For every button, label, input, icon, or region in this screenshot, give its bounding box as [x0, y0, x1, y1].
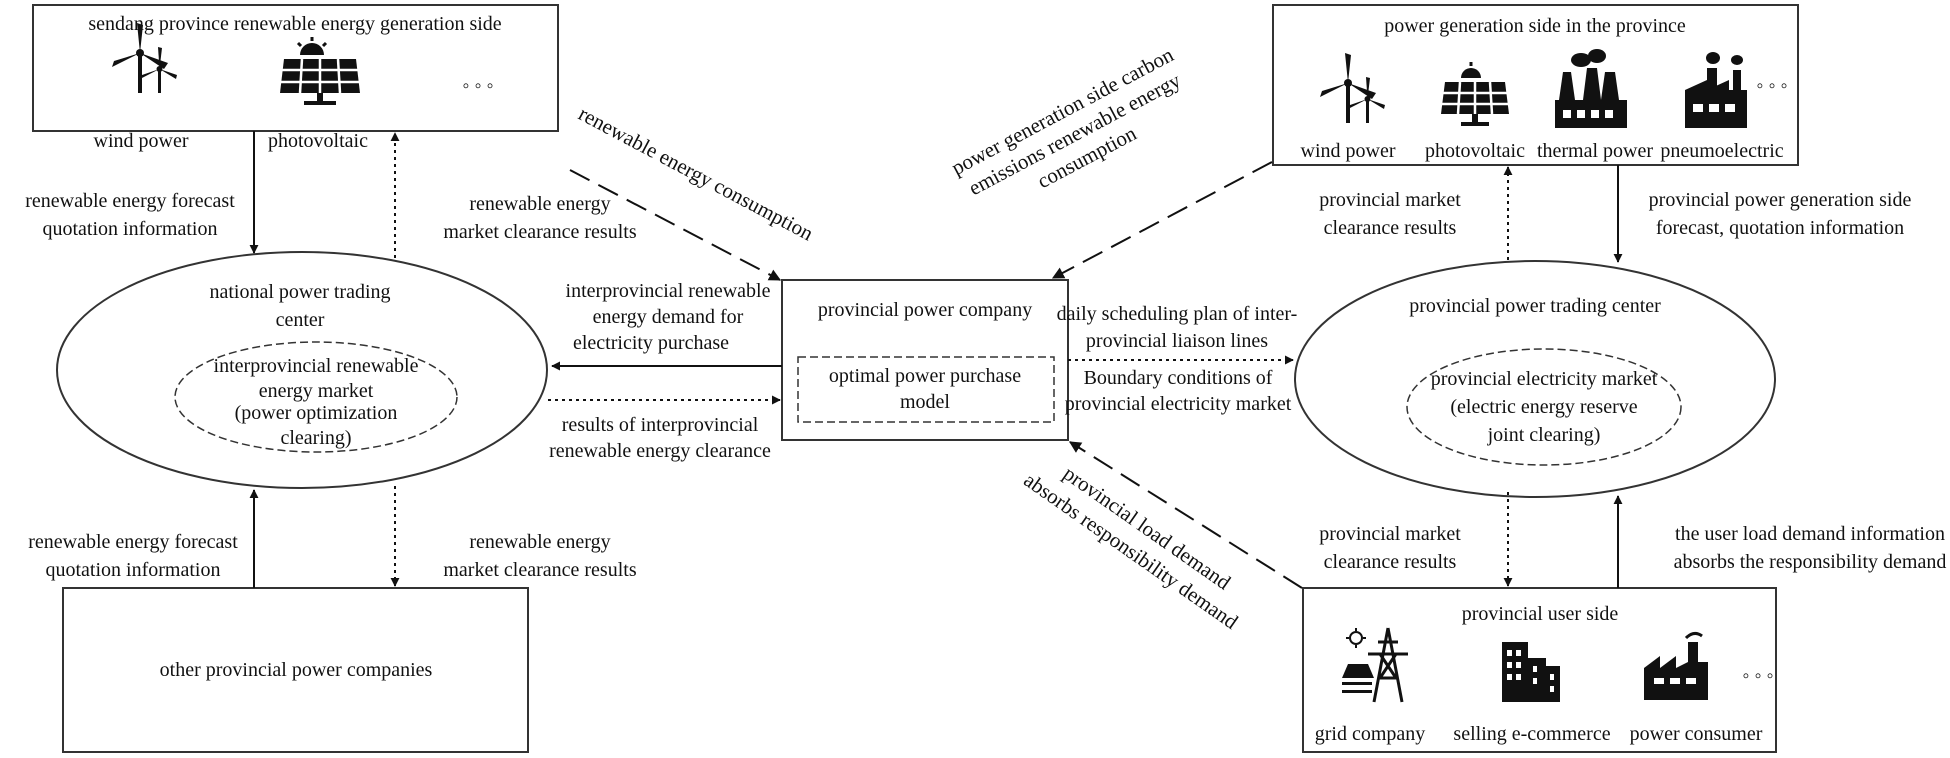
prov-clear-top-2: clearance results	[1324, 217, 1457, 239]
prov-forecast-2: forecast, quotation information	[1656, 217, 1904, 239]
load-demand-2: absorbs responsibility demand	[1019, 468, 1242, 634]
re-clearance-top-2: market clearance results	[443, 221, 636, 243]
boundary-1: Boundary conditions of	[1084, 367, 1273, 389]
user-load-2: absorbs the responsibility demand	[1674, 551, 1947, 573]
prov-market-line-3: joint clearing)	[1487, 424, 1601, 446]
other-companies-title: other provincial power companies	[160, 659, 433, 681]
user-label-ecommerce: selling e-commerce	[1453, 723, 1610, 745]
provincial-company-title: provincial power company	[818, 299, 1032, 321]
wind-turbine-icon	[1320, 53, 1385, 123]
interprov-market-line-3: (power optimization	[235, 402, 398, 424]
interprov-market-line-2: energy market	[259, 380, 374, 402]
re-clearance-top-1: renewable energy	[469, 193, 610, 215]
ellipsis-icon: ◦ ◦ ◦	[1742, 665, 1773, 687]
gen-label-thermal: thermal power	[1537, 140, 1653, 162]
interprov-results-1: results of interprovincial	[562, 414, 759, 436]
national-center-title-1: national power trading	[209, 281, 390, 303]
gas-plant-icon	[1685, 52, 1747, 128]
prov-clear-top-1: provincial market	[1319, 189, 1461, 211]
user-label-grid: grid company	[1315, 723, 1426, 745]
re-forecast-top-2: quotation information	[43, 218, 218, 240]
arrow-load-demand	[1068, 441, 1303, 589]
provincial-trading-center: provincial power trading center provinci…	[1294, 260, 1776, 498]
user-load-1: the user load demand information	[1675, 523, 1945, 545]
user-label-consumer: power consumer	[1630, 723, 1763, 745]
grid-tower-icon	[1342, 627, 1408, 703]
provincial-center-title: provincial power trading center	[1409, 295, 1661, 317]
province-gen-title: power generation side in the province	[1384, 15, 1686, 37]
ellipsis-icon: ◦ ◦ ◦	[462, 75, 493, 97]
arrow-carbon	[1051, 161, 1273, 279]
prov-clear-bottom-1: provincial market	[1319, 523, 1461, 545]
thermal-plant-icon	[1555, 49, 1627, 128]
solar-panel-icon	[280, 37, 360, 105]
re-forecast-bottom-2: quotation information	[46, 559, 221, 581]
prov-market-line-1: provincial electricity market	[1431, 368, 1658, 390]
arrow-re-consumption	[569, 169, 782, 281]
gen-label-pneumoelectric: pneumoelectric	[1660, 140, 1783, 162]
daily-plan-1: daily scheduling plan of inter-	[1057, 303, 1298, 325]
national-center-title-2: center	[276, 309, 325, 331]
interprov-market-line-1: interprovincial renewable	[214, 355, 419, 377]
province-generation-side-box: power generation side in the province	[1272, 4, 1799, 166]
renewable-side-title: sendang province renewable energy genera…	[88, 13, 501, 35]
ellipsis-icon: ◦ ◦ ◦	[1756, 75, 1787, 97]
boundary-2: provincial electricity market	[1065, 393, 1292, 415]
load-demand-label: provincial load demand absorbs responsib…	[1019, 461, 1242, 634]
carbon-label: power generation side carbon emissions r…	[947, 42, 1185, 200]
solar-panel-icon	[1441, 62, 1509, 126]
model-line-1: optimal power purchase	[829, 365, 1021, 387]
re-clearance-bottom-2: market clearance results	[443, 559, 636, 581]
prov-market-line-2: (electric energy reserve	[1450, 396, 1637, 418]
prov-forecast-1: provincial power generation side	[1649, 189, 1912, 211]
renewable-wind-label: wind power	[94, 130, 189, 152]
connectors	[249, 131, 1623, 589]
interprov-demand-1: interprovincial renewable	[566, 280, 771, 302]
office-buildings-icon	[1502, 642, 1560, 702]
re-clearance-bottom-1: renewable energy	[469, 531, 610, 553]
interprov-demand-3: electricity purchase	[573, 332, 729, 354]
daily-plan-2: provincial liaison lines	[1086, 330, 1268, 352]
model-line-2: model	[900, 391, 950, 413]
prov-clear-bottom-2: clearance results	[1324, 551, 1457, 573]
renewable-pv-label: photovoltaic	[268, 130, 368, 152]
national-trading-center: national power trading center interprovi…	[56, 251, 548, 489]
gen-label-pv: photovoltaic	[1425, 140, 1525, 162]
interprov-results-2: renewable energy clearance	[549, 440, 771, 462]
gen-label-wind: wind power	[1301, 140, 1396, 162]
interprov-market-line-4: clearing)	[280, 427, 351, 449]
renewable-side-box: sendang province renewable energy genera…	[32, 4, 559, 152]
re-forecast-bottom-1: renewable energy forecast	[28, 531, 238, 553]
user-side-title: provincial user side	[1462, 603, 1619, 625]
interprov-demand-2: energy demand for	[593, 306, 744, 328]
other-companies-box: other provincial power companies	[62, 587, 529, 753]
wind-turbine-icon	[112, 23, 177, 93]
user-side-box: provincial user side	[1302, 587, 1777, 753]
re-forecast-top-1: renewable energy forecast	[25, 190, 235, 212]
provincial-company-box: provincial power company optimal power p…	[781, 279, 1069, 441]
factory-icon	[1644, 631, 1708, 700]
